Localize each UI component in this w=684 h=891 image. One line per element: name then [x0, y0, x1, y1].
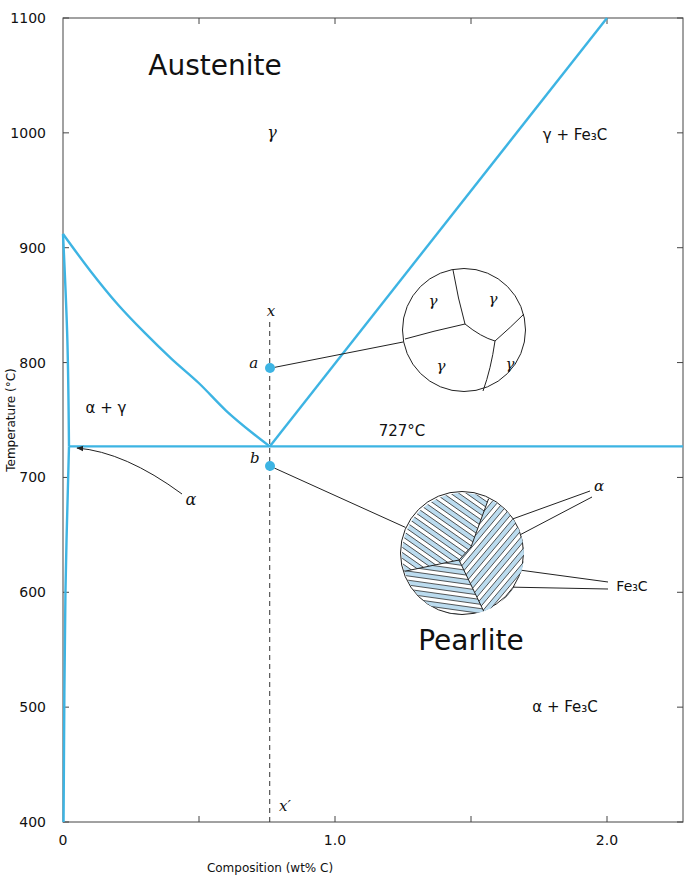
- ferrite-lamella: [401, 601, 525, 616]
- point-label: b: [250, 450, 260, 465]
- axis-tick-label: 600: [19, 585, 46, 599]
- phase-name: Austenite: [148, 52, 281, 80]
- axis-title: Composition (wt% C): [207, 862, 333, 874]
- pearlite-lamellae: [401, 492, 525, 616]
- leader-connector: [274, 468, 405, 527]
- axis-tick: [677, 822, 683, 823]
- region-label: 727°C: [379, 424, 426, 439]
- axis-tick: [63, 18, 69, 19]
- leader-line: [504, 587, 608, 589]
- region-label: γ: [267, 125, 277, 141]
- ferrite-lamella: [401, 494, 525, 525]
- colony-boundary: [401, 492, 491, 572]
- grain-phase-label: γ: [506, 357, 515, 372]
- axis-tick: [471, 816, 472, 822]
- axis-tick: [677, 362, 683, 363]
- axis-tick: [677, 477, 683, 478]
- axis-tick-label: 1100: [10, 11, 46, 25]
- austenite-microstructure: γ γ γ γ: [402, 268, 526, 392]
- leader-connector: [275, 342, 404, 367]
- axis-tick: [677, 132, 683, 133]
- phase-boundary: [270, 18, 607, 446]
- grain-boundary: [483, 341, 495, 391]
- grain-boundary: [495, 314, 524, 341]
- axis-tick: [677, 592, 683, 593]
- axis-tick: [471, 18, 472, 24]
- point-label: a: [249, 356, 258, 371]
- leader-line: [77, 448, 182, 494]
- eutectoid-line: [69, 445, 683, 447]
- composition-dashed-line: [269, 322, 270, 822]
- axis-tick-label: 800: [19, 356, 46, 370]
- ferrite-lamella: [401, 610, 525, 616]
- ferrite-lamella: [401, 492, 525, 507]
- phase-boundary: [63, 234, 270, 446]
- ferrite-lamella: [401, 492, 457, 570]
- ferrite-lamella: [476, 543, 525, 616]
- axis-tick-label: 400: [19, 815, 46, 829]
- pearlite-microstructure: Pearlite: [400, 491, 524, 615]
- axis-tick: [335, 18, 336, 24]
- axis-tick-label: 900: [19, 241, 46, 255]
- ferrite-lamella: [401, 503, 525, 534]
- region-label: α + Fe₃C: [532, 700, 598, 715]
- ferrite-lamella: [401, 538, 525, 569]
- grain-phase-label: γ: [437, 359, 446, 374]
- colony-boundary: [459, 560, 486, 616]
- axis-tick: [335, 816, 336, 822]
- axis-tick: [677, 707, 683, 708]
- axis-tick-label: 1.0: [324, 833, 346, 847]
- region-label: α + γ: [86, 401, 127, 416]
- state-point: b: [265, 461, 275, 471]
- region-label: Fe₃C: [616, 579, 647, 593]
- axis-tick-label: 1000: [10, 126, 46, 140]
- grain-phase-label: γ: [489, 292, 498, 307]
- microstructure-name: Pearlite: [418, 627, 524, 655]
- axis-tick: [199, 816, 200, 822]
- axis-tick: [63, 132, 69, 133]
- axis-tick-label: 0: [59, 833, 68, 847]
- ferrite-lamella: [401, 492, 525, 516]
- axis-tick-label: 700: [19, 470, 46, 484]
- grain-boundary: [453, 270, 465, 324]
- ferrite-lamella: [401, 592, 525, 616]
- grain-boundaries: [403, 269, 527, 393]
- ferrite-lamella: [401, 492, 450, 565]
- region-label: α: [186, 492, 197, 508]
- grain-phase-label: γ: [429, 294, 438, 309]
- leader-line: [512, 569, 608, 582]
- axis-tick-label: 500: [19, 700, 46, 714]
- leader-line: [514, 497, 592, 538]
- plot-frame: [63, 18, 683, 822]
- axis-tick: [199, 18, 200, 24]
- phase-boundary: [64, 446, 69, 822]
- leader-line: [507, 491, 590, 521]
- axis-tick: [677, 247, 683, 248]
- region-label: α: [594, 479, 604, 494]
- grain-boundary: [465, 324, 495, 341]
- axis-tick-label: 2.0: [596, 833, 618, 847]
- axis-title: Temperature (°C): [5, 368, 17, 472]
- state-point: a: [265, 363, 275, 373]
- axis-tick: [677, 18, 683, 19]
- ferrite-lamella: [401, 521, 525, 552]
- ferrite-lamella: [401, 512, 525, 543]
- region-label: x: [267, 304, 275, 319]
- region-label: x′: [279, 799, 291, 814]
- phase-boundary: [63, 234, 69, 446]
- region-label: γ + Fe₃C: [543, 128, 608, 143]
- axis-tick: [607, 816, 608, 822]
- ferrite-lamella: [401, 492, 525, 498]
- grain-boundary: [405, 324, 465, 339]
